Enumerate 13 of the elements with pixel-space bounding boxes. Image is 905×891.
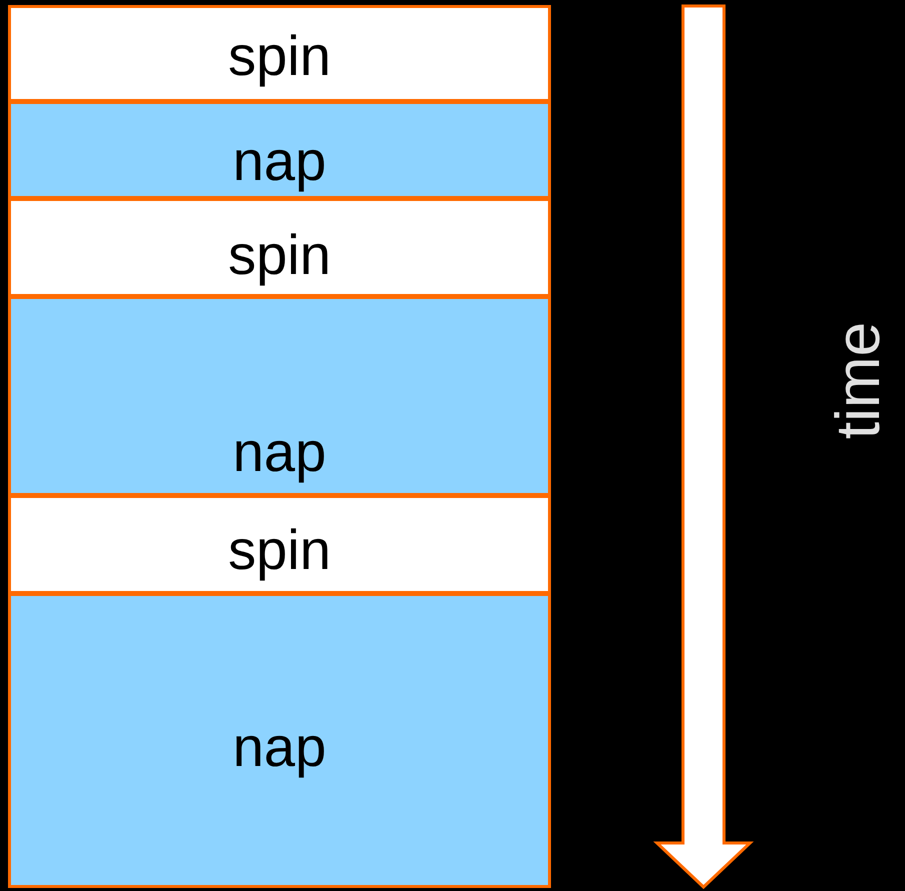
- band-label: spin: [227, 26, 332, 86]
- spin-band: [8, 495, 551, 594]
- band-label: nap: [232, 717, 328, 777]
- band-label: nap: [232, 422, 328, 482]
- axis-label: time: [823, 322, 894, 440]
- band-label: spin: [227, 520, 332, 580]
- nap-band: [8, 101, 551, 199]
- spin-band: [8, 198, 551, 297]
- nap-band: [8, 296, 551, 496]
- spin-band: [8, 5, 551, 102]
- nap-band: [8, 593, 551, 888]
- band-label: spin: [227, 225, 332, 285]
- band-label: nap: [232, 131, 328, 191]
